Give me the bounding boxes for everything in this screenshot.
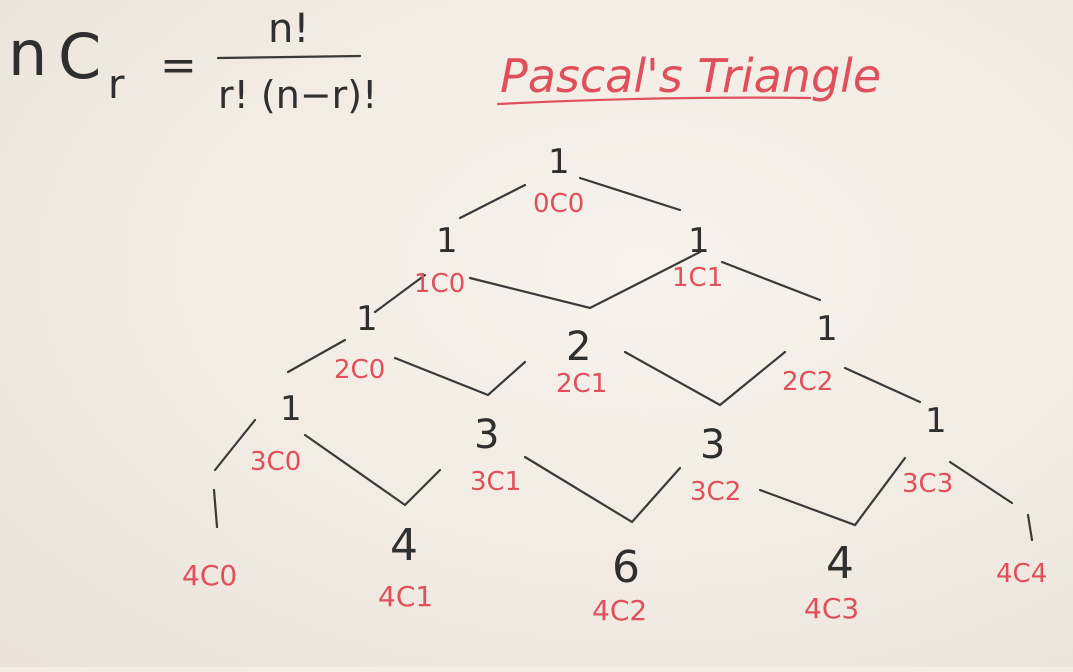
formula-r: r <box>108 62 125 108</box>
row3-value-3: 1 <box>925 401 947 441</box>
row4-value-3: 4 <box>826 538 854 589</box>
row3-value-1: 3 <box>474 412 499 458</box>
row4-label-4: 4C4 <box>996 559 1047 589</box>
row4-label-3: 4C3 <box>804 592 859 625</box>
row3-label-0: 3C0 <box>250 447 301 477</box>
row2-value-2: 1 <box>816 309 838 349</box>
row2-label-1: 2C1 <box>556 369 607 399</box>
row1-value-0: 1 <box>436 221 458 261</box>
row4-stroke-left <box>212 488 219 529</box>
row4-stroke-right <box>1026 513 1034 542</box>
fraction-bar <box>216 54 362 60</box>
row4-value-1: 4 <box>390 520 418 571</box>
row4-label-0: 4C0 <box>182 559 237 592</box>
formula-c: C <box>58 20 101 93</box>
row4-value-2: 6 <box>612 542 640 593</box>
row2-value-0: 1 <box>356 299 378 339</box>
row3-value-0: 1 <box>280 389 302 429</box>
row2-label-0: 2C0 <box>334 355 385 385</box>
row3-label-2: 3C2 <box>690 477 741 507</box>
row3-value-2: 3 <box>700 422 725 468</box>
triangle-connectors <box>213 176 1014 527</box>
formula-n: n <box>8 17 47 90</box>
row1-value-1: 1 <box>688 221 710 261</box>
row3-label-3: 3C3 <box>902 469 953 499</box>
row3-label-1: 3C1 <box>470 467 521 497</box>
row1-label-1: 1C1 <box>672 263 723 293</box>
row0-label-0: 0C0 <box>533 189 584 219</box>
combination-formula: n C r = n! r! (n−r)! <box>8 6 377 117</box>
title: Pascal's Triangle <box>496 49 881 106</box>
formula-equals: = <box>160 40 197 91</box>
row4-label-1: 4C1 <box>378 580 433 613</box>
title-text: Pascal's Triangle <box>500 49 881 103</box>
title-underline <box>496 96 812 106</box>
formula-denominator: r! (n−r)! <box>218 73 377 117</box>
formula-numerator: n! <box>268 6 309 52</box>
row2-label-2: 2C2 <box>782 367 833 397</box>
row0-value-0: 1 <box>548 142 570 182</box>
row2-value-1: 2 <box>566 324 591 370</box>
row4-label-2: 4C2 <box>592 594 647 627</box>
row1-label-0: 1C0 <box>414 269 465 299</box>
